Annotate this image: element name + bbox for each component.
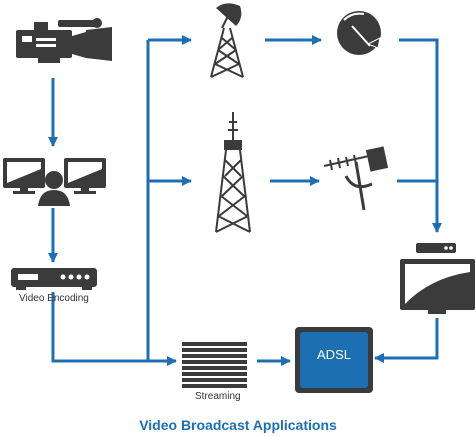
adsl-label: ADSL xyxy=(317,347,351,362)
arrow-dish-to-tv xyxy=(399,38,442,233)
line-encoder-to-trunk xyxy=(51,292,148,363)
satellite-dish-icon xyxy=(337,11,381,55)
satellite-uplink-tower-icon xyxy=(210,3,244,78)
server-rack-icon xyxy=(182,342,247,388)
arrow-tv-to-adsl xyxy=(374,318,439,363)
broadcast-tower-icon xyxy=(215,112,251,233)
video-camera-icon xyxy=(16,18,112,63)
streaming-label: Streaming xyxy=(195,391,241,402)
diagram-title: Video Broadcast Applications xyxy=(139,417,337,433)
antenna-icon xyxy=(323,146,389,211)
adsl-box-icon xyxy=(295,327,373,393)
operator-monitors-icon xyxy=(3,158,106,206)
tv-with-set-top-box-icon xyxy=(400,243,475,314)
video-encoding-label: Video Encoding xyxy=(19,293,89,304)
connector-lines xyxy=(48,35,442,366)
encoder-device-icon xyxy=(11,268,97,290)
